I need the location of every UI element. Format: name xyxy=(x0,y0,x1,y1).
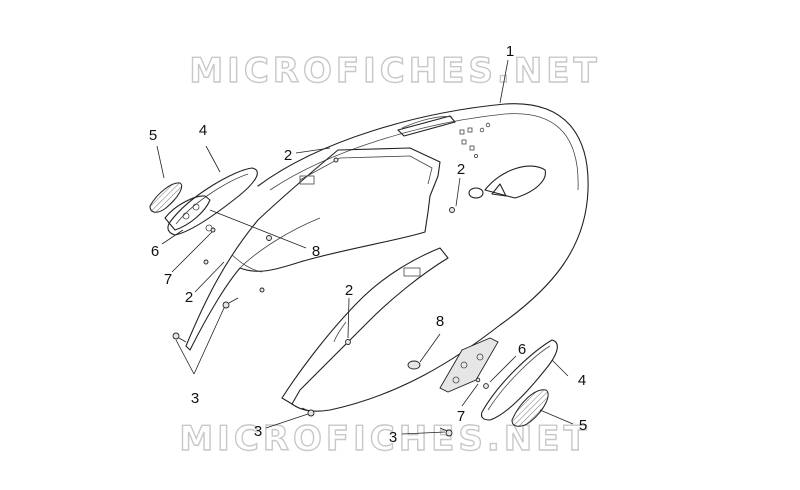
screw-left-mid xyxy=(259,287,265,293)
left-side-fairing xyxy=(185,147,441,351)
fastener-group xyxy=(172,157,455,437)
watermark-top: MICROFICHES.NET xyxy=(189,51,600,91)
callout-3-bottom-left: 3 xyxy=(254,423,262,440)
tail-body-part xyxy=(257,103,589,412)
screw-left-lower xyxy=(172,332,187,343)
callout-1: 1 xyxy=(506,43,514,60)
screw-bottom-left xyxy=(301,407,315,417)
callout-7-left: 7 xyxy=(164,271,172,288)
screw-fairing-right xyxy=(449,207,455,213)
callout-6-left: 6 xyxy=(151,243,159,260)
callout-2-top: 2 xyxy=(284,147,292,164)
screw-fairing-lower xyxy=(345,339,351,345)
screw-fairing-top xyxy=(333,157,339,163)
callout-2-right: 2 xyxy=(457,161,465,178)
callout-5-right: 5 xyxy=(579,417,587,434)
callout-7-right: 7 xyxy=(457,408,465,425)
body-mounting-holes xyxy=(459,122,491,158)
screw-left-upper xyxy=(222,297,239,309)
watermark-bottom: MICROFICHES.NET xyxy=(179,419,590,459)
leader-lines xyxy=(156,59,574,435)
right-side-fairing xyxy=(281,247,449,405)
left-reflector-assembly xyxy=(149,167,258,236)
screw-left-rail xyxy=(203,259,209,265)
callout-2-left: 2 xyxy=(185,289,193,306)
callout-4-right: 4 xyxy=(578,372,586,389)
callout-8-left: 8 xyxy=(312,243,320,260)
callout-6-right: 6 xyxy=(518,341,526,358)
callout-5-left: 5 xyxy=(149,127,157,144)
callout-2-center: 2 xyxy=(345,282,353,299)
callout-3-left: 3 xyxy=(191,390,199,407)
callout-8-right: 8 xyxy=(436,313,444,330)
screw-bottom-center xyxy=(439,427,453,437)
screw-item-8-left xyxy=(266,235,272,241)
right-reflector-assembly xyxy=(407,337,558,427)
callout-4-left: 4 xyxy=(199,122,207,139)
callout-labels: 1 2 2 2 2 3 3 3 4 4 5 5 6 6 7 7 8 8 xyxy=(149,43,587,446)
callout-3-bottom-center: 3 xyxy=(389,429,397,446)
